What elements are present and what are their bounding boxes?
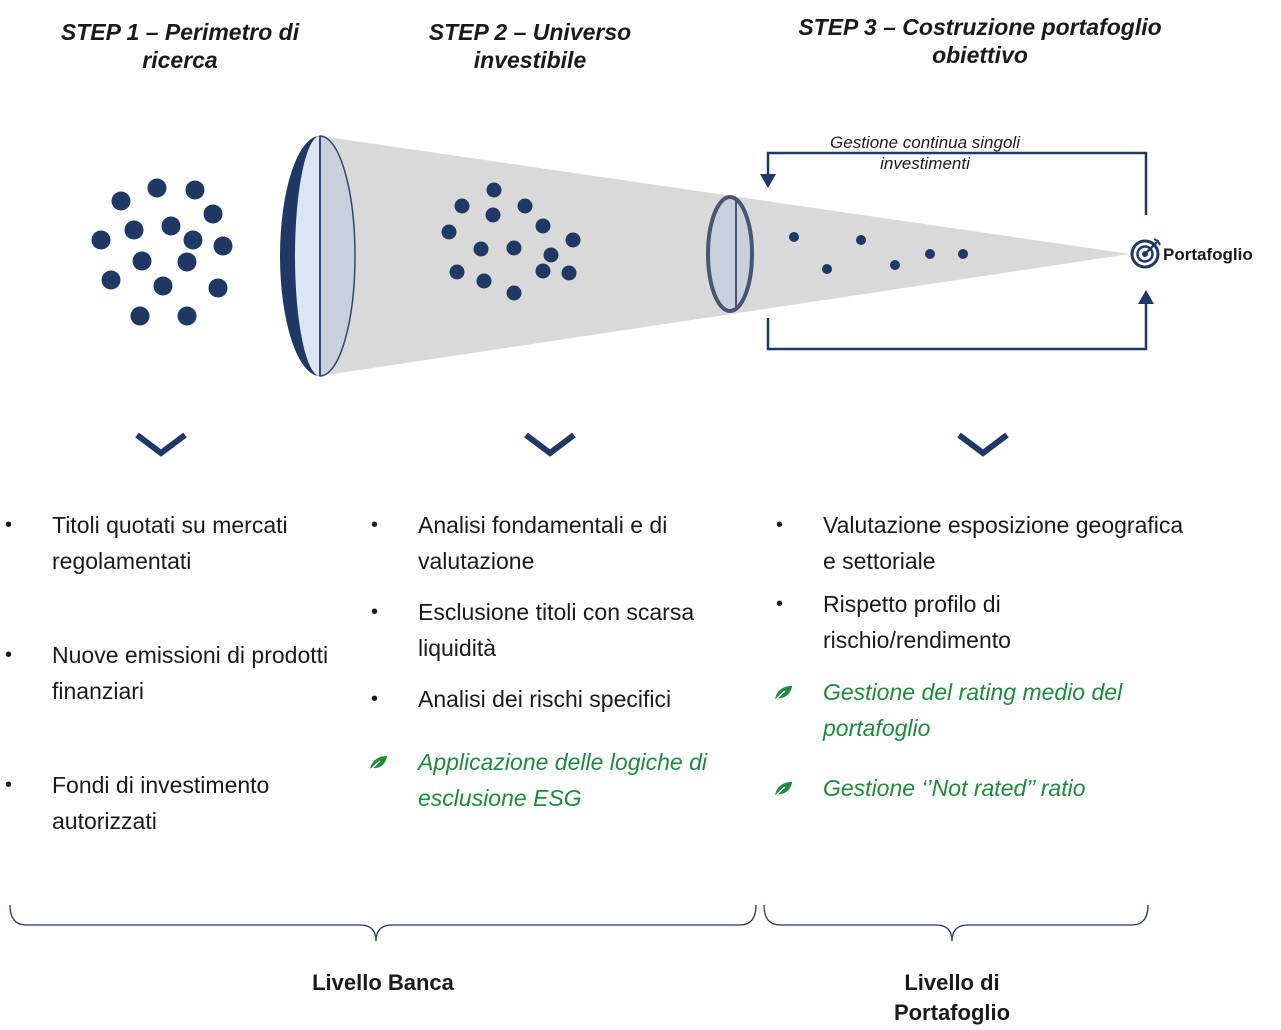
dot <box>535 263 551 279</box>
dot <box>856 235 866 245</box>
dots-step-3 <box>789 232 968 274</box>
dot <box>111 191 131 211</box>
dot <box>561 265 577 281</box>
dot <box>543 247 559 263</box>
step-2-list: • Analisi fondamentali e di valutazione … <box>368 507 748 816</box>
target-label: Portafoglio <box>1163 245 1253 264</box>
bullet-icon: • <box>776 593 784 615</box>
step-3-list: • Valutazione esposizione geografica e s… <box>773 507 1193 806</box>
dot <box>208 278 228 298</box>
list-item-text: Rispetto profilo di rischio/rendimento <box>823 591 1011 653</box>
list-item-text: Analisi dei rischi specifici <box>418 686 672 712</box>
list-item: • Fondi di investimento autorizzati <box>5 767 352 839</box>
brace-portafoglio <box>763 904 1149 942</box>
dot <box>506 285 522 301</box>
brace-banca <box>9 904 757 942</box>
dot <box>132 251 152 271</box>
chevron-down-icon <box>957 432 1009 457</box>
list-item: • Valutazione esposizione geografica e s… <box>776 507 1193 579</box>
step-1-title: STEP 1 – Perimetro di ricerca <box>60 19 300 73</box>
list-item-esg: Applicazione delle logiche di esclusione… <box>368 744 748 816</box>
dot <box>177 252 197 272</box>
target-icon <box>1130 238 1161 269</box>
list-item-text: Esclusione titoli con scarsa liquidità <box>418 599 695 661</box>
bullet-icon: • <box>5 514 13 536</box>
chevron-down-icon <box>524 432 576 457</box>
list-item-text: Gestione ‘’Not rated’’ ratio <box>823 775 1086 801</box>
dot <box>925 249 935 259</box>
leaf-icon <box>773 782 792 797</box>
list-item-esg: Gestione del rating medio del portafogli… <box>773 674 1193 746</box>
list-item-esg: Gestione ‘’Not rated’’ ratio <box>773 770 1193 806</box>
dots-step-2 <box>441 182 581 301</box>
bullet-icon: • <box>371 688 379 710</box>
feedback-loop <box>766 151 1148 351</box>
dot <box>185 180 205 200</box>
dot <box>890 260 900 270</box>
list-item-text: Applicazione delle logiche di esclusione… <box>418 749 707 811</box>
bullet-icon: • <box>371 601 379 623</box>
step-3-title: STEP 3 – Costruzione portafoglio obietti… <box>798 14 1162 68</box>
list-item-text: Nuove emissioni di prodotti finanziari <box>52 642 329 704</box>
dot <box>153 276 173 296</box>
list-item-text: Fondi di investimento autorizzati <box>52 772 270 834</box>
dot <box>822 264 832 274</box>
dot <box>517 198 533 214</box>
bullet-icon: • <box>5 774 13 796</box>
list-item: • Analisi fondamentali e di valutazione <box>371 507 748 579</box>
dot <box>473 241 489 257</box>
dot <box>101 270 121 290</box>
chevron-down-icon <box>135 432 187 457</box>
dot <box>958 249 968 259</box>
dot <box>147 178 167 198</box>
dot <box>476 273 492 289</box>
dot <box>441 224 457 240</box>
dot <box>124 220 144 240</box>
list-item-text: Valutazione esposizione geografica e set… <box>823 512 1184 574</box>
level-portafoglio-label: Livello di Portafoglio <box>893 970 1011 1025</box>
loop-arrow-up-icon <box>1138 290 1154 304</box>
list-item: • Analisi dei rischi specifici <box>371 681 748 717</box>
funnel-diagram <box>91 135 1161 377</box>
small-lens <box>706 195 754 313</box>
list-item: • Titoli quotati su mercati regolamentat… <box>5 507 352 579</box>
large-lens <box>280 135 356 377</box>
dots-step-1 <box>91 178 233 326</box>
dot <box>130 306 150 326</box>
step-2-title: STEP 2 – Universo investibile <box>428 19 632 73</box>
bullet-icon: • <box>371 514 379 536</box>
list-item-text: Gestione del rating medio del portafogli… <box>823 679 1123 741</box>
list-item: • Esclusione titoli con scarsa liquidità <box>371 594 748 666</box>
dot <box>454 198 470 214</box>
list-item: • Rispetto profilo di rischio/rendimento <box>776 586 1193 658</box>
dot <box>177 306 197 326</box>
list-item-text: Titoli quotati su mercati regolamentati <box>52 512 288 574</box>
loop-label: Gestione continua singoli investimenti <box>830 133 1020 173</box>
dot <box>485 207 501 223</box>
dot <box>535 218 551 234</box>
dot <box>506 240 522 256</box>
dot <box>449 264 465 280</box>
loop-arrow-down-icon <box>760 174 776 188</box>
bullet-icon: • <box>776 514 784 536</box>
list-item-text: Analisi fondamentali e di valutazione <box>418 512 668 574</box>
level-banca-label: Livello Banca <box>312 970 454 995</box>
dot <box>565 232 581 248</box>
leaf-icon <box>368 756 387 771</box>
dot <box>183 230 203 250</box>
step-1-list: • Titoli quotati su mercati regolamentat… <box>5 507 352 839</box>
leaf-icon <box>773 686 792 701</box>
dot <box>789 232 799 242</box>
dot <box>213 236 233 256</box>
dot <box>203 204 223 224</box>
bullet-icon: • <box>5 644 13 666</box>
list-item: • Nuove emissioni di prodotti finanziari <box>5 637 352 709</box>
dot <box>486 182 502 198</box>
dot <box>161 216 181 236</box>
dot <box>91 230 111 250</box>
